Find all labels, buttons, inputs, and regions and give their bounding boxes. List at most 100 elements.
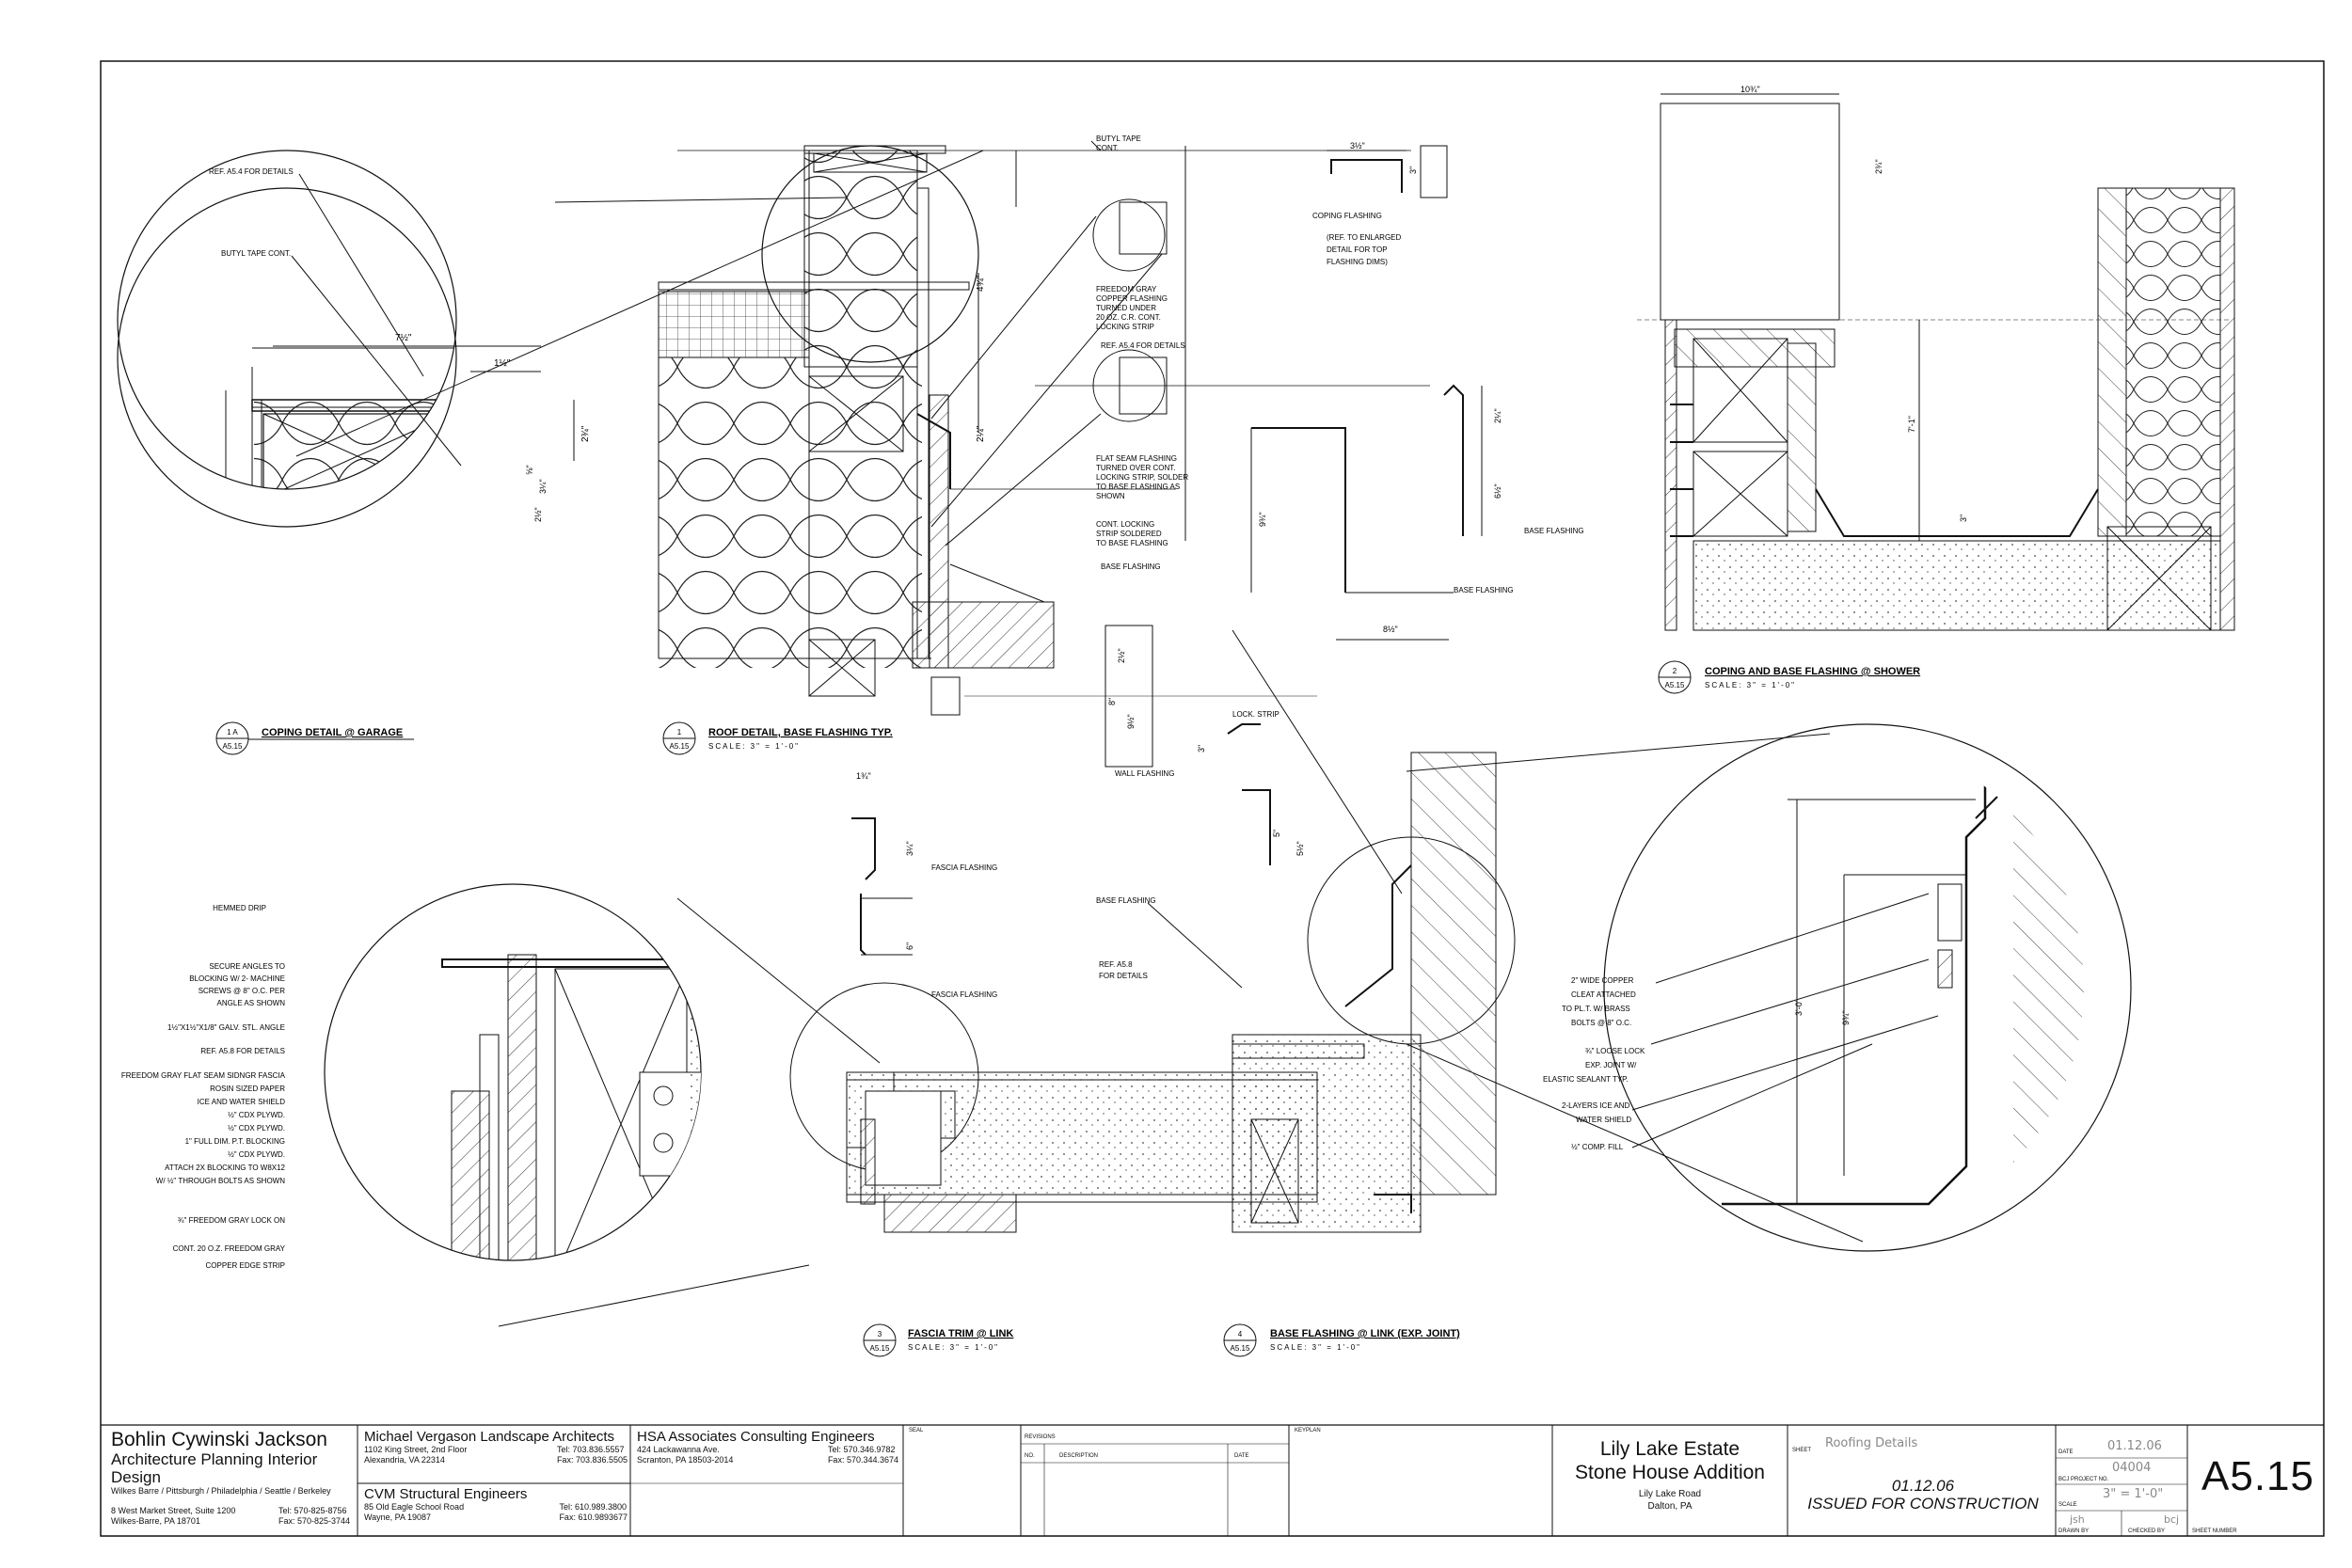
dim-label: 2¾": [1874, 159, 1883, 174]
detail-number: 2: [1673, 667, 1677, 675]
note-text: TO PL.T. W/ BRASS: [1562, 1005, 1630, 1013]
dim-label: 9¾": [1258, 512, 1267, 527]
rev-date-label: DATE: [1234, 1453, 1249, 1459]
detail-4-notes: 2" WIDE COPPER CLEAT ATTACHED TO PL.T. W…: [1543, 976, 1645, 1151]
address-line: Scranton, PA 18503-2014: [637, 1455, 734, 1465]
address-line: 424 Lackawanna Ave.: [637, 1445, 720, 1454]
date-value: 01.12.06: [2107, 1439, 2162, 1453]
note-text: TURNED UNDER: [1096, 304, 1156, 312]
note-text: ELASTIC SEALANT TYP.: [1543, 1075, 1629, 1084]
detail-scale: SCALE: 3" = 1'-0": [908, 1343, 999, 1352]
detail-1a-notes: REF. A5.4 FOR DETAILS BUTYL TAPE CONT.: [209, 167, 294, 258]
dim-label: 3": [1408, 166, 1418, 174]
note-text: ½" CDX PLYWD.: [228, 1150, 285, 1159]
note-text: BUTYL TAPE: [1096, 135, 1141, 143]
note-text: WALL FLASHING: [1115, 769, 1174, 778]
keyplan-label: KEYPLAN: [1295, 1428, 1321, 1433]
dim-label: 2½": [1117, 648, 1126, 663]
detail-tag-4: 4 A5.15 BASE FLASHING @ LINK (EXP. JOINT…: [1223, 1323, 1460, 1357]
project-block: Lily Lake Estate Stone House Addition Li…: [1554, 1437, 1786, 1513]
note-text: WATER SHIELD: [1576, 1116, 1631, 1124]
note-text: SHOWN: [1096, 492, 1125, 500]
detail-scale: SCALE: 3" = 1'-0": [1705, 681, 1796, 689]
dim-label: 3½": [1350, 141, 1365, 150]
detail-title: COPING AND BASE FLASHING @ SHOWER: [1705, 666, 1920, 677]
address-line: Wilkes-Barre, PA 18701: [111, 1516, 200, 1526]
note-text: ½" CDX PLYWD.: [228, 1111, 285, 1119]
fax: Fax: 610.9893677: [559, 1513, 628, 1522]
rev-desc-label: DESCRIPTION: [1059, 1453, 1099, 1459]
firm-name: Bohlin Cywinski Jackson: [111, 1429, 327, 1450]
dim-label: 3¼": [538, 479, 548, 494]
firm-phone: Tel: 570-825-8756 Fax: 570-825-3744: [278, 1506, 363, 1527]
detail-mid-profiles: 2½" 8" 9½" LOCK. STRIP WALL FLASHING 3": [1104, 625, 1279, 778]
note-text: CONT.: [1096, 144, 1119, 152]
address-line: Alexandria, VA 22314: [364, 1455, 445, 1465]
consultant-name: CVM Structural Engineers: [364, 1486, 528, 1502]
detail-sheet: A5.15: [1665, 681, 1685, 689]
dim-label: 4¾": [976, 275, 986, 292]
note-text: 20 OZ. C.R. CONT.: [1096, 313, 1161, 322]
detail-sheet: A5.15: [870, 1344, 890, 1353]
note-text: BASE FLASHING: [1454, 586, 1514, 594]
revisions-label: REVISIONS: [1025, 1434, 1056, 1440]
seal-label: SEAL: [909, 1428, 924, 1433]
note-text: LOCKING STRIP: [1096, 323, 1154, 331]
detail-3-fascia: [324, 883, 1318, 1327]
detail-scale: SCALE: 3" = 1'-0": [708, 742, 800, 751]
mep-block: HSA Associates Consulting Engineers 424 …: [637, 1429, 898, 1465]
structural-block: CVM Structural Engineers 85 Old Eagle Sc…: [364, 1486, 628, 1523]
note-text: CONT. 20 O.Z. FREEDOM GRAY: [173, 1244, 286, 1253]
note-text: ICE AND WATER SHIELD: [198, 1098, 286, 1106]
dim-label: 5½": [1295, 841, 1305, 856]
rev-no-label: NO.: [1025, 1453, 1035, 1459]
landscape-block: Michael Vergason Landscape Architects 11…: [364, 1429, 628, 1465]
scale-label: SCALE: [2058, 1502, 2077, 1508]
address-line: Wayne, PA 19087: [364, 1513, 432, 1522]
phone: Tel: 570.346.9782: [827, 1445, 896, 1454]
note-text: BUTYL TAPE CONT.: [221, 249, 291, 258]
drawn-by-value: jsh: [2070, 1513, 2085, 1526]
note-text: BASE FLASHING: [1096, 896, 1156, 905]
firm-offices: Wilkes Barre / Pittsburgh / Philadelphia…: [111, 1486, 331, 1496]
fax: Fax: 570.344.3674: [827, 1455, 898, 1465]
detail-number: 3: [878, 1330, 882, 1338]
dim-label: 2¼": [975, 425, 986, 442]
fax: Fax: 570-825-3744: [278, 1516, 351, 1526]
dim-label: 10¾": [1740, 85, 1760, 94]
dim-label: 9½": [1126, 714, 1136, 729]
detail-title: FASCIA TRIM @ LINK: [908, 1328, 1013, 1339]
note-text: ANGLE AS SHOWN: [217, 999, 286, 1007]
project-name: Lily Lake Estate: [1599, 1438, 1740, 1460]
note-text: REF. A5.4 FOR DETAILS: [209, 167, 294, 176]
sheet-border: [100, 60, 2325, 1537]
detail-2-shower: 10¾" 2¾" 7'-1" 3": [1637, 85, 2235, 631]
note-text: ¾" LOOSE LOCK: [1585, 1047, 1645, 1055]
note-text: TO BASE FLASHING AS: [1096, 483, 1180, 491]
detail-1-roof: 4¾" 2¼": [658, 140, 1430, 716]
note-text: BASE FLASHING: [1101, 562, 1161, 571]
dim-label: 2½": [533, 507, 543, 522]
note-text: BOLTS @ 8" O.C.: [1571, 1019, 1631, 1027]
issue-date: 01.12.06: [1891, 1477, 1955, 1495]
note-text: STRIP SOLDERED: [1096, 530, 1162, 538]
fascia-flashing-profiles: 1¾" 3¼" FASCIA FLASHING 6" FASCIA FLASHI…: [851, 771, 997, 999]
project-no-label: BCJ PROJECT NO.: [2058, 1477, 2109, 1482]
detail-tag-3: 3 A5.15 FASCIA TRIM @ LINK SCALE: 3" = 1…: [863, 1323, 1013, 1357]
address-line: 8 West Market Street, Suite 1200: [111, 1506, 236, 1515]
note-text: TO BASE FLASHING: [1096, 539, 1168, 547]
note-text: LOCKING STRIP, SOLDER: [1096, 473, 1188, 482]
note-text: 2" WIDE COPPER: [1571, 976, 1634, 985]
note-text: COPPER EDGE STRIP: [206, 1261, 285, 1270]
note-text: FLASHING DIMS): [1327, 258, 1388, 266]
coping-flashing-profile: 3½" 3" COPING FLASHING (REF. TO ENLARGED…: [1312, 141, 1448, 266]
detail-tag-1a: 1 A A5.15 COPING DETAIL @ GARAGE: [215, 721, 414, 755]
detail-number: 4: [1238, 1330, 1243, 1338]
consultant-name: HSA Associates Consulting Engineers: [637, 1429, 875, 1445]
note-text: ATTACH 2X BLOCKING TO W8X12: [165, 1164, 285, 1172]
detail-tag-1: 1 A5.15 ROOF DETAIL, BASE FLASHING TYP. …: [662, 721, 893, 755]
note-text: ½" COMP. FILL: [1571, 1143, 1624, 1151]
note-text: REF. A5.8: [1099, 960, 1133, 969]
detail-1a-callout-circle: [117, 187, 457, 528]
dim-label: 2¾": [580, 425, 591, 442]
